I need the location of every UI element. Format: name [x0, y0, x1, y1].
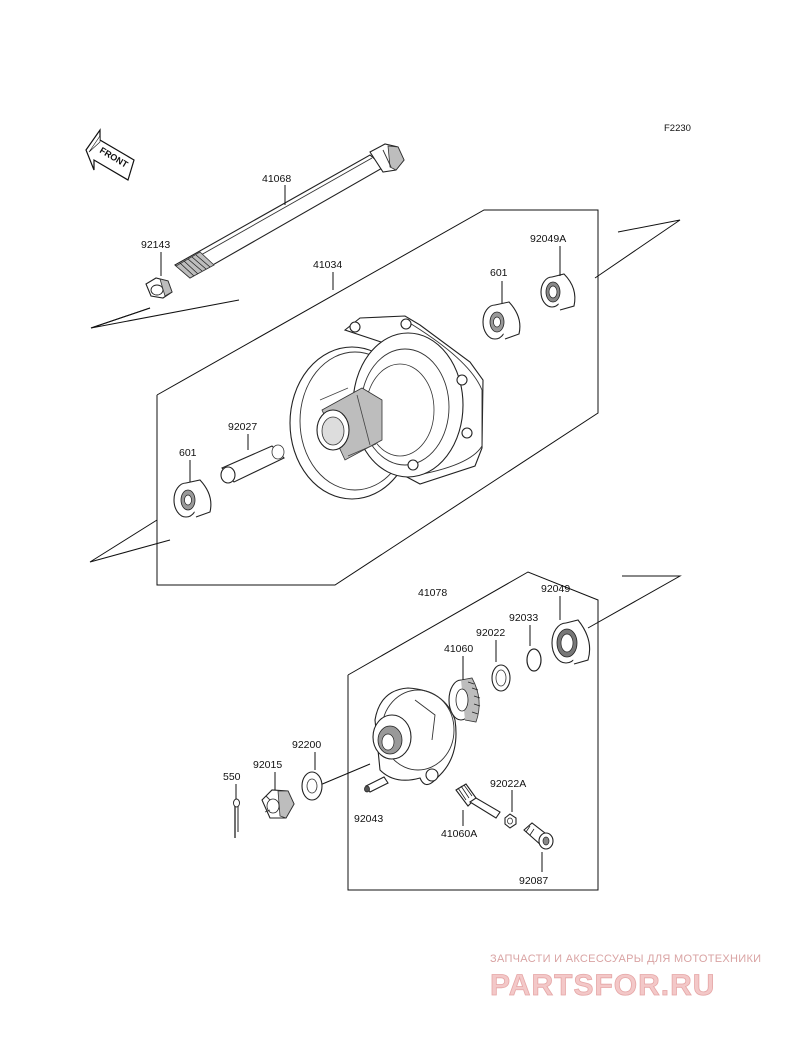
label-41078: 41078 [418, 587, 447, 599]
axle-41068 [174, 143, 405, 279]
front-direction-arrow: FRONT [85, 128, 135, 181]
label-41060A: 41060A [441, 828, 477, 840]
gear-housing-41078 [372, 687, 457, 786]
label-41034: 41034 [313, 259, 342, 271]
label-92087: 92087 [519, 875, 548, 887]
label-92022A: 92022A [490, 778, 526, 790]
label-92143: 92143 [141, 239, 170, 251]
pinion-gear-41060A [455, 783, 501, 819]
lower-group-outline [319, 571, 682, 891]
oil-seal-92049A [540, 273, 576, 311]
washer-92022A [504, 813, 517, 829]
upper-group-outline [89, 209, 681, 586]
label-601-left: 601 [179, 447, 197, 459]
collar-92200 [301, 771, 323, 801]
label-92033: 92033 [509, 612, 538, 624]
castle-nut-92015 [261, 789, 295, 819]
label-601-right: 601 [490, 267, 508, 279]
diagram-code: F2230 [664, 123, 691, 134]
label-41060: 41060 [444, 643, 473, 655]
spacer-92027 [220, 444, 285, 484]
label-92015: 92015 [253, 759, 282, 771]
watermark-logo: PARTSFOR.RU [490, 969, 715, 1002]
bearing-601-left [173, 479, 212, 518]
cotter-pin-550 [233, 798, 240, 838]
watermark-tagline: ЗАПЧАСТИ И АКСЕССУАРЫ ДЛЯ МОТОТЕХНИКИ [490, 953, 761, 965]
bearing-601-right [482, 301, 521, 340]
dowel-pin-92043 [364, 776, 389, 793]
label-92049: 92049 [541, 583, 570, 595]
label-41068: 41068 [262, 173, 291, 185]
label-550: 550 [223, 771, 241, 783]
label-92043: 92043 [354, 813, 383, 825]
bushing-92087 [523, 822, 554, 850]
label-92200: 92200 [292, 739, 321, 751]
label-92022: 92022 [476, 627, 505, 639]
circlip-92033 [526, 648, 542, 672]
oil-seal-92049 [551, 619, 591, 665]
washer-92022 [491, 664, 511, 692]
label-92027: 92027 [228, 421, 257, 433]
axle-nut-92143 [145, 277, 173, 299]
label-92049A: 92049A [530, 233, 566, 245]
watermark: ЗАПЧАСТИ И АКСЕССУАРЫ ДЛЯ МОТОТЕХНИКИ PA… [490, 953, 761, 1002]
hub-41034 [289, 315, 484, 500]
drive-gear-41060 [448, 677, 481, 723]
